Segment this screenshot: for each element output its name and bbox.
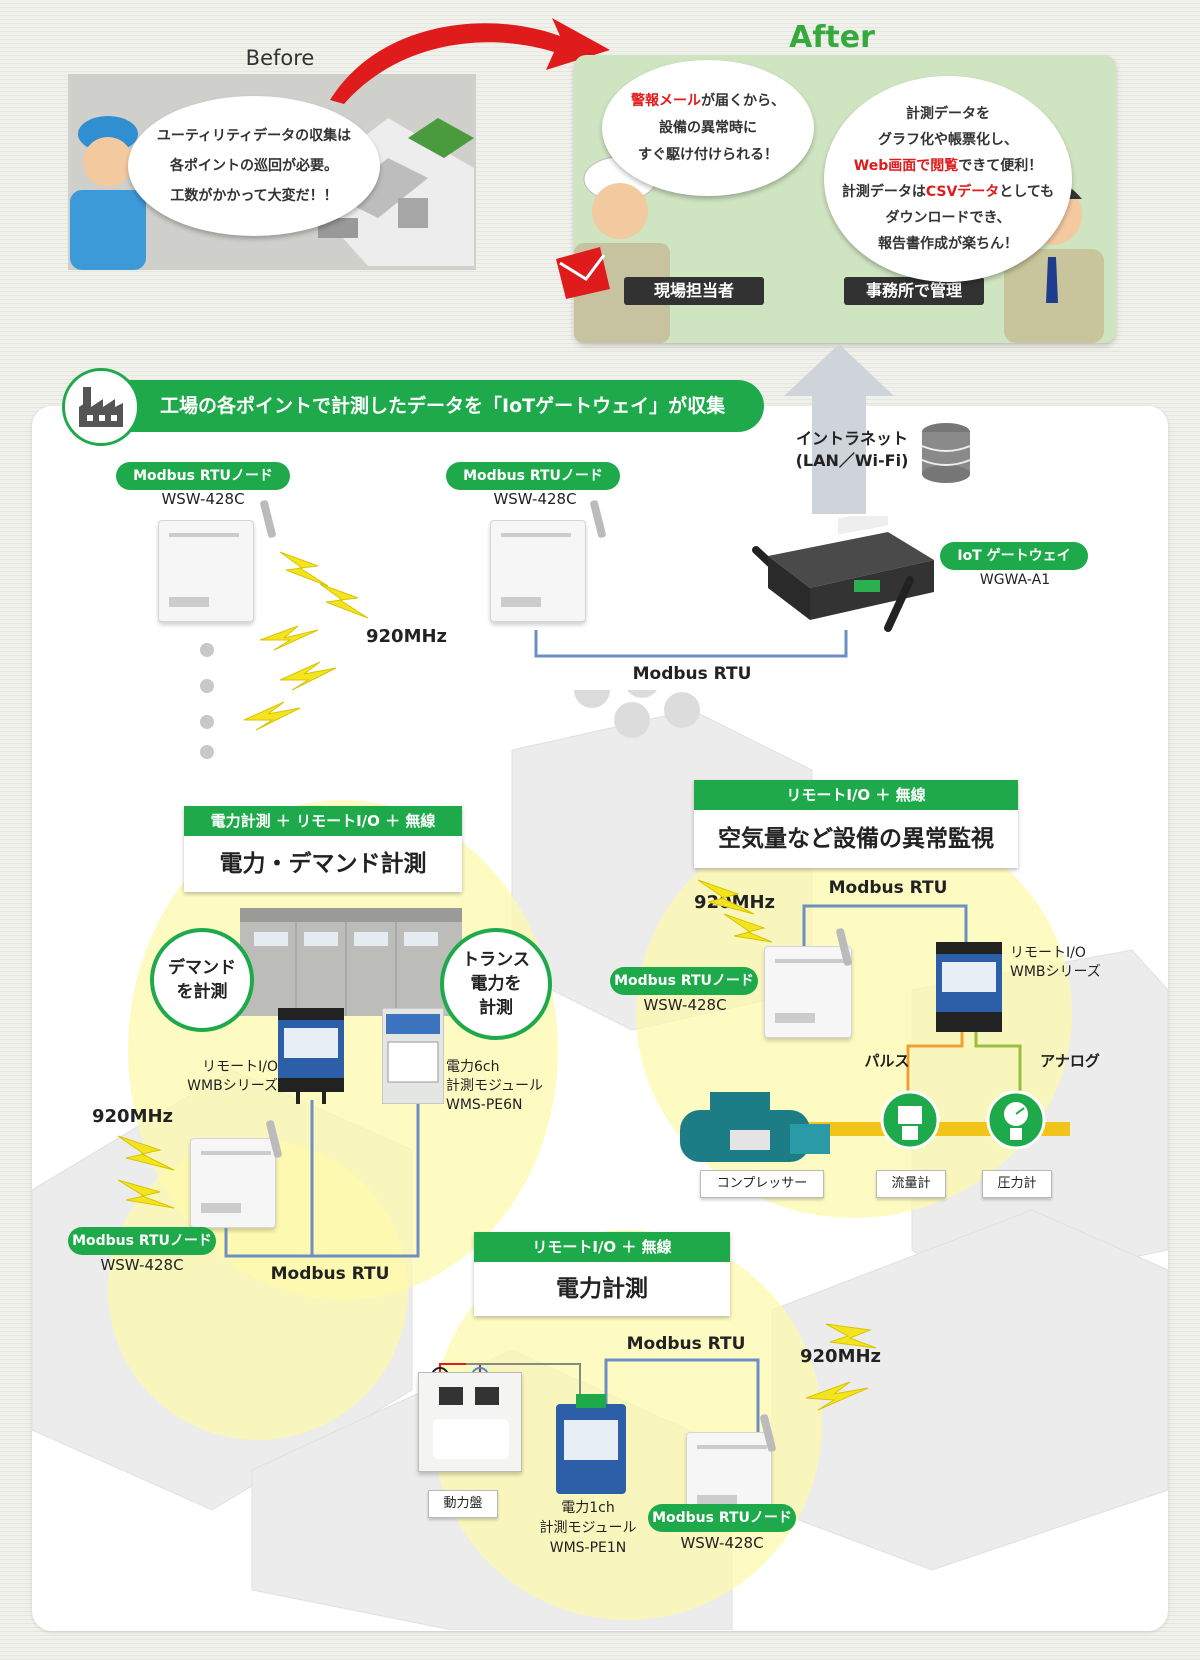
left-modbus-line [224, 1100, 420, 1258]
after-title: After [789, 20, 875, 55]
field-bubble-line: すぐ駆け付けられる！ [638, 146, 778, 163]
iot-gateway-device [752, 516, 934, 632]
switchgear-illustration [240, 908, 462, 1016]
gateway-model: WGWA-A1 [979, 572, 1051, 588]
zone-power-demand-title: 電力・デマンド計測 [219, 851, 427, 877]
upload-arrow-icon [784, 344, 894, 514]
office-bubble-line: 計測データを [906, 106, 990, 122]
before-title: Before [245, 46, 315, 70]
top-node-1-model: WSW-428C [161, 490, 245, 508]
flowmeter-label: 流量計 [876, 1170, 946, 1198]
transformer-bubble: トランス電力を計測 [440, 928, 552, 1040]
analog-label: アナログ [1040, 1052, 1100, 1070]
wireless-signal-icon [697, 879, 773, 943]
power-node-pill: Modbus RTUノード [648, 1504, 796, 1532]
demand-bubble: デマンドを計測 [150, 928, 254, 1032]
left-node-model: WSW-428C [100, 1256, 184, 1274]
air-node-model: WSW-428C [643, 996, 727, 1014]
panel-breaker [439, 1387, 463, 1405]
before-speech-bubble: ユーティリティデータの収集は 各ポイントの巡回が必要。 工数がかかって大変だ！！ [128, 96, 380, 236]
collect-banner: 工場の各ポイントで計測したデータを「IoTゲートウェイ」が収集 [70, 380, 764, 432]
top-920mhz-label: 920MHz [366, 626, 448, 647]
left-920mhz-label: 920MHz [92, 1106, 174, 1127]
top-node-2-pill: Modbus RTUノード [446, 462, 620, 490]
intranet-label: イントラネット(LAN／Wi-Fi) [795, 429, 909, 470]
zone-air-caption: リモートI/O ＋ 無線 [694, 780, 1018, 810]
more-dot [200, 745, 214, 759]
remote-io-module-right [936, 942, 1002, 1032]
zone-power-caption: リモートI/O ＋ 無線 [474, 1232, 730, 1262]
power-modbus-label: Modbus RTU [626, 1334, 746, 1354]
air-modbus-label: Modbus RTU [828, 878, 948, 898]
compressor-illustration [680, 1092, 830, 1162]
panel-window [433, 1419, 509, 1459]
air-node-device [764, 946, 852, 1038]
office-bubble-line: Web画面で閲覧できて便利！ [853, 158, 1043, 174]
power-node-model: WSW-428C [680, 1534, 764, 1552]
zone-air-title: 空気量など設備の異常監視 [718, 826, 994, 852]
left-modbus-label: Modbus RTU [270, 1264, 390, 1284]
top-node-2-model: WSW-428C [493, 490, 577, 508]
field-bubble-line: 設備の異常時に [659, 119, 757, 136]
top-node-2-device [490, 520, 586, 622]
zone-power-titlebox: リモートI/O ＋ 無線 電力計測 [474, 1232, 730, 1316]
top-modbus-line [534, 630, 848, 658]
more-dot [200, 679, 214, 693]
power-panel-label: 動力盤 [428, 1490, 498, 1518]
power-panel-device [418, 1372, 522, 1472]
left-node-pill: Modbus RTUノード [68, 1227, 216, 1255]
left-node-device [190, 1138, 276, 1228]
before-bubble-line: 工数がかかって大変だ！！ [170, 188, 338, 204]
factory-icon-badge [62, 368, 140, 446]
panel-breaker [475, 1387, 499, 1405]
top-node-1-pill: Modbus RTUノード [116, 462, 290, 490]
before-bubble-line: ユーティリティデータの収集は [156, 128, 352, 144]
top-modbus-label: Modbus RTU [632, 664, 752, 684]
air-node-pill: Modbus RTUノード [610, 967, 758, 995]
wireless-signal-icon [805, 1323, 877, 1411]
database-icon [921, 423, 971, 483]
worker-before-illustration [70, 116, 146, 270]
office-label: 事務所で管理 [844, 277, 984, 305]
office-bubble-line: ダウンロードでき、 [885, 210, 1011, 226]
office-bubble-line: 報告書作成が楽ちん！ [878, 236, 1018, 252]
field-speech-bubble: 警報メールが届くから、 設備の異常時に すぐ駆け付けられる！ [602, 60, 814, 196]
zone-power-title: 電力計測 [556, 1276, 648, 1302]
before-after-arrow-icon [330, 18, 610, 104]
wireless-signal-icons [243, 551, 369, 731]
more-dot [200, 715, 214, 729]
air-modbus-line [802, 904, 968, 966]
right-920mhz-label: 920MHz [694, 892, 776, 913]
compressor-label: コンプレッサー [700, 1170, 824, 1198]
office-bubble-line: グラフ化や帳票化し、 [878, 132, 1018, 148]
top-node-1-device [158, 520, 254, 622]
zone-power-demand-titlebox: 電力計測 ＋ リモートI/O ＋ 無線 電力・デマンド計測 [184, 806, 462, 892]
bottom-920mhz-label: 920MHz [800, 1346, 882, 1367]
field-bubble-line: 警報メールが届くから、 [631, 92, 785, 109]
flowmeter-icon [880, 1090, 940, 1150]
wireless-signal-icon [117, 1135, 175, 1209]
office-bubble-line: 計測データはCSVデータとしても [841, 184, 1055, 200]
pulse-analog-lines [906, 1032, 1022, 1114]
field-staff-label: 現場担当者 [624, 277, 764, 305]
office-speech-bubble: 計測データを グラフ化や帳票化し、 Web画面で閲覧できて便利！ 計測データはC… [824, 76, 1072, 282]
gateway-pill: IoT ゲートウェイ [940, 542, 1088, 570]
more-dot [200, 643, 214, 657]
remote-io-module-left [278, 1008, 344, 1104]
pressure-gauge-icon [986, 1090, 1046, 1150]
power-6ch-module [382, 1008, 444, 1104]
factory-icon [79, 387, 123, 427]
power-1ch-module [556, 1394, 626, 1494]
zone-power-demand-caption: 電力計測 ＋ リモートI/O ＋ 無線 [184, 806, 462, 836]
pressure-label: 圧力計 [982, 1170, 1052, 1198]
before-bubble-line: 各ポイントの巡回が必要。 [169, 158, 338, 174]
pulse-label: パルス [864, 1052, 910, 1070]
zone-air-titlebox: リモートI/O ＋ 無線 空気量など設備の異常監視 [694, 780, 1018, 868]
